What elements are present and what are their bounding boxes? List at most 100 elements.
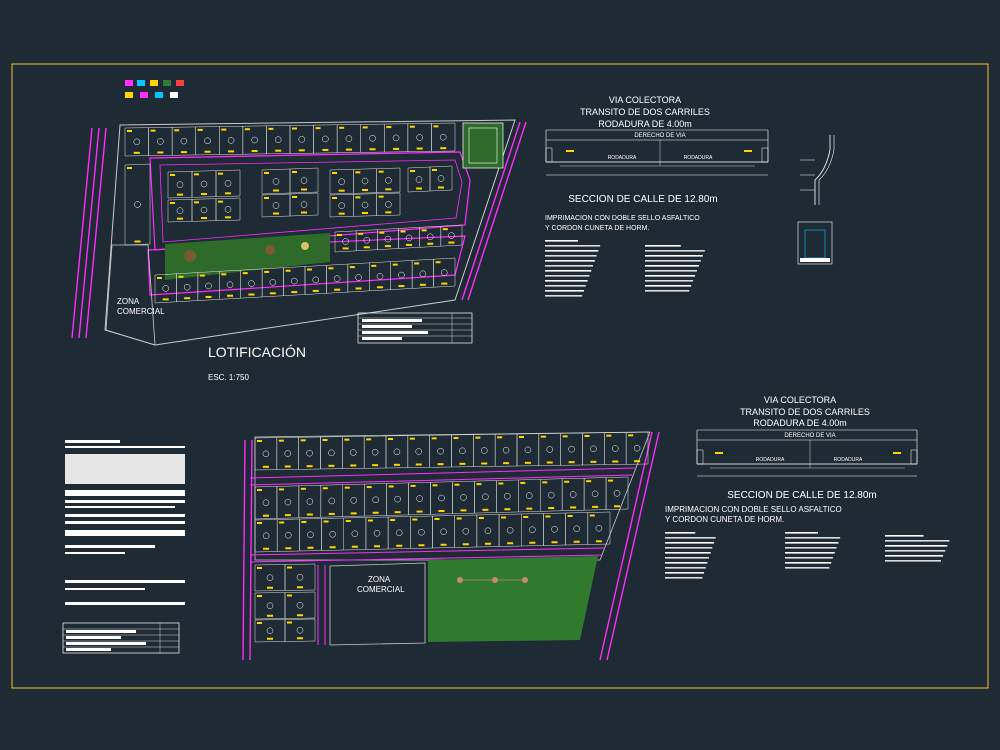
spec-line [885,560,941,562]
lot [289,167,319,194]
section-bottom-title-1: VIA COLECTORA [764,395,836,405]
spec-line [665,547,713,549]
spec-line [785,547,837,549]
lot [376,167,401,193]
spec-line [785,532,818,534]
spec-line [645,255,703,257]
spec-line [645,285,692,287]
spec-line [665,562,708,564]
notes-block [65,440,185,605]
spec-line [545,240,578,242]
spec-line [785,557,833,559]
spec-line [665,572,705,574]
spec-line [545,285,586,287]
zone-label-bottom-1: ZONA [368,575,391,584]
spec-line [645,250,705,252]
section-bottom-note-1: IMPRIMACION CON DOBLE SELLO ASFALTICO [665,505,842,514]
lotification-plan-bottom: ZONA COMERCIAL [242,431,660,661]
spec-line [885,550,946,552]
lot [440,224,463,247]
spec-line [885,540,950,542]
lot [284,591,316,619]
lots-top [124,122,463,304]
section-bottom-lane-right: RODADURA [834,457,863,463]
spec-line [665,537,716,539]
spec-line [665,567,706,569]
spec-line [545,255,597,257]
spec-line [785,542,839,544]
section-top-lane-left: RODADURA [608,155,637,161]
spec-line [545,280,588,282]
spec-line [645,290,690,292]
spec-line [665,552,711,554]
lot [587,511,611,545]
section-bottom-note-2: Y CORDON CUNETA DE HORM. [665,515,784,524]
spec-line [545,270,592,272]
spec-line [545,265,593,267]
spec-line [665,557,709,559]
spec-line [645,260,701,262]
spec-line [665,577,703,579]
lot [215,197,241,221]
spec-line [545,290,584,292]
green-area-top [165,233,330,280]
spec-line [785,552,835,554]
spec-line [545,275,590,277]
lot [431,122,456,152]
spec-line [665,542,714,544]
section-top-row: DERECHO DE VIA [634,133,685,139]
street-section-bottom: VIA COLECTORA TRANSITO DE DOS CARRILES R… [665,395,950,579]
legend-icons [125,80,184,98]
spec-line [545,250,599,252]
curb-detail [797,135,835,265]
spec-line [645,275,696,277]
lotification-plan-top: ZONA COMERCIAL [71,80,527,346]
lot [289,192,319,217]
section-top-title-3: RODADURA DE 4.00m [598,119,692,129]
section-top-lane-right: RODADURA [684,155,713,161]
lot [376,192,401,216]
spec-line [545,260,595,262]
section-top-note-1: IMPRIMACION CON DOBLE SELLO ASFALTICO [545,215,700,222]
spec-line [885,545,948,547]
lot [429,165,453,192]
zone-label-top-1: ZONA [117,297,140,306]
spec-line [645,245,681,247]
lot [215,169,241,197]
spec-line [885,535,924,537]
section-bottom-caption: SECCION DE CALLE DE 12.80m [727,490,877,501]
spec-list-top [545,240,705,297]
spec-line [785,537,841,539]
spec-line [545,245,601,247]
lot [625,431,649,465]
section-top-title-1: VIA COLECTORA [609,95,681,105]
lot [284,618,316,642]
zone-label-bottom-2: COMERCIAL [357,585,405,594]
spec-line [665,532,696,534]
section-bottom-row: DERECHO DE VIA [784,433,835,439]
spec-line [785,567,830,569]
spec-list-bottom [665,532,950,579]
section-top-caption: SECCION DE CALLE DE 12.80m [568,194,718,205]
legend-table-bottom [62,622,180,654]
spec-line [885,555,944,557]
spec-line [545,295,583,297]
sheet-frame [11,63,989,689]
section-top-note-2: Y CORDON CUNETA DE HORM. [545,225,649,232]
section-bottom-title-2: TRANSITO DE DOS CARRILES [740,407,870,417]
section-bottom-lane-left: RODADURA [756,457,785,463]
lot [433,257,456,288]
lot [124,163,151,246]
drawing-scale: ESC. 1:750 [208,373,249,382]
lot [605,476,629,510]
spec-line [785,562,832,564]
zone-label-top-2: COMERCIAL [117,307,165,316]
spec-line [645,280,694,282]
lot [284,563,316,591]
drawing-title: LOTIFICACIÓN [208,344,306,360]
section-bottom-title-3: RODADURA DE 4.00m [753,418,847,428]
section-top-title-2: TRANSITO DE DOS CARRILES [580,107,710,117]
lots-bottom [254,431,649,643]
spec-line [645,265,699,267]
